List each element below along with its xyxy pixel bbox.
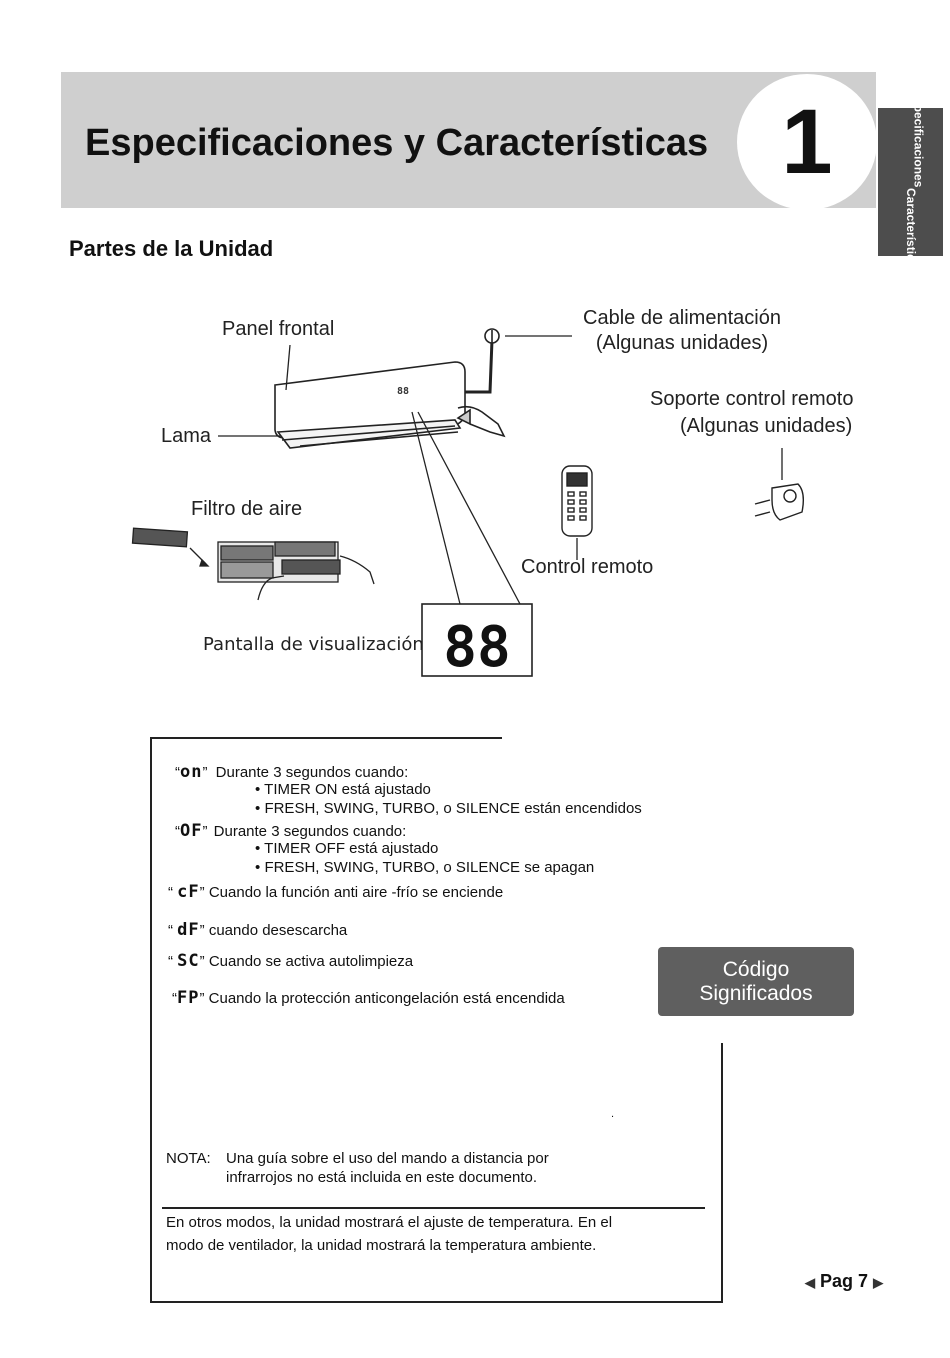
page-number: Pag 7	[820, 1271, 869, 1291]
code-description: Cuando la función anti aire -frío se enc…	[208, 884, 504, 901]
remote-control-icon	[561, 465, 593, 537]
label-front-panel: Panel frontal	[222, 318, 335, 340]
quote-close: ”	[202, 823, 208, 840]
side-tab-line2: Características	[904, 187, 918, 274]
quote-open: “	[168, 922, 173, 939]
code-description: Durante 3 segundos cuando:	[213, 823, 407, 840]
triangle-right-icon[interactable]: ▶	[873, 1275, 884, 1290]
note-line1: Una guía sobre el uso del mando a distan…	[226, 1150, 549, 1167]
label-power-cable: Cable de alimentación (Algunas unidades)	[568, 307, 796, 355]
codes-meanings-badge: Código Significados	[658, 947, 854, 1016]
chapter-title: Especificaciones y Características	[85, 122, 709, 164]
quote-close: ”	[199, 953, 205, 970]
code-row-cf: “ cF” Cuando la función anti aire -frío …	[168, 882, 503, 902]
label-remote-holder: Soporte control remoto (Algunas unidades…	[650, 388, 853, 438]
label-power-cable-line2: (Algunas unidades)	[595, 332, 769, 354]
unit-parts-diagram: 88 88	[131, 328, 805, 680]
display-screen-digits: 88	[443, 615, 510, 680]
section-title: Partes de la Unidad	[69, 236, 274, 261]
code-row-df: “ dF” cuando desescarcha	[168, 920, 347, 940]
code-bullet: • FRESH, SWING, TURBO, o SILENCE están e…	[255, 800, 642, 817]
codes-badge-line1: Código	[722, 957, 790, 981]
other-modes-text: En otros modos, la unidad mostrará el aj…	[166, 1214, 613, 1254]
code-symbol: OF	[180, 821, 203, 841]
code-symbol: cF	[177, 882, 200, 902]
code-symbol: on	[180, 762, 203, 782]
code-description: Durante 3 segundos cuando:	[215, 764, 409, 781]
power-plug-icon	[484, 328, 500, 348]
chapter-number: 1	[737, 74, 877, 210]
indoor-unit-illustration	[274, 339, 506, 449]
quote-open: “	[172, 990, 177, 1007]
note-label: NOTA:	[166, 1150, 211, 1167]
quote-open: “	[175, 823, 180, 840]
code-description: Cuando la protección anticongelación est…	[208, 990, 565, 1007]
display-screen-box: 88	[421, 603, 533, 680]
side-tab-line1: Especificaciones y	[896, 90, 926, 188]
air-filter-illustration	[131, 527, 375, 601]
code-row-of: “OF” Durante 3 segundos cuando:	[175, 821, 406, 841]
label-display-screen: Pantalla de visualización	[203, 634, 424, 655]
quote-close: ”	[199, 884, 205, 901]
triangle-left-icon[interactable]: ◀	[805, 1275, 815, 1290]
code-description: Cuando se activa autolimpieza	[208, 953, 414, 970]
quote-open: “	[168, 884, 173, 901]
quote-close: ”	[199, 922, 205, 939]
code-symbol: dF	[177, 920, 200, 940]
note-line2: infrarrojos no está incluida en este doc…	[226, 1169, 538, 1186]
stray-dot: .	[611, 1108, 615, 1120]
remote-holder-icon	[754, 483, 805, 521]
label-remote-control: Control remoto	[521, 556, 654, 578]
code-bullet: • FRESH, SWING, TURBO, o SILENCE se apag…	[255, 859, 595, 876]
label-remote-holder-line1: Soporte control remoto	[650, 388, 854, 410]
label-power-cable-line1: Cable de alimentación	[583, 307, 781, 329]
quote-close: ”	[202, 764, 208, 781]
unit-display-digits: 88	[397, 386, 409, 397]
callout-lines	[218, 335, 783, 605]
code-symbol: FP	[177, 988, 200, 1008]
code-bullet: • TIMER ON está ajustado	[255, 781, 431, 798]
side-tab[interactable]: Especificaciones y Características	[878, 90, 943, 274]
quote-open: “	[175, 764, 180, 781]
code-description: cuando desescarcha	[208, 922, 348, 939]
label-air-filter: Filtro de aire	[191, 498, 303, 520]
code-row-on: “on” Durante 3 segundos cuando:	[175, 762, 408, 782]
page-navigation: ◀ Pag 7 ▶	[805, 1271, 883, 1292]
codes-badge-line2: Significados	[699, 981, 813, 1005]
code-row-fp: “FP” Cuando la protección anticongelació…	[172, 988, 565, 1008]
codes-box-frame	[150, 737, 723, 1303]
label-remote-holder-line2: (Algunas unidades)	[680, 415, 853, 437]
quote-close: ”	[199, 990, 205, 1007]
code-symbol: SC	[177, 951, 200, 971]
label-louver: Lama	[161, 425, 212, 447]
code-bullet: • TIMER OFF está ajustado	[255, 840, 439, 857]
quote-open: “	[168, 953, 173, 970]
code-row-sc: “ SC” Cuando se activa autolimpieza	[168, 951, 413, 971]
